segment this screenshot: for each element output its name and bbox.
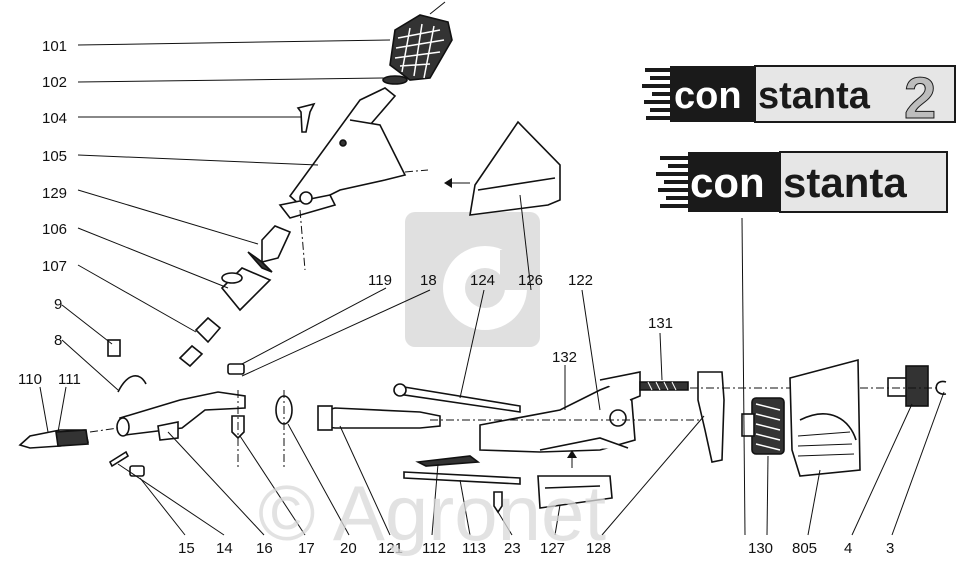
- label-102: 102: [42, 74, 67, 91]
- label-15: 15: [178, 540, 195, 557]
- part-105-handle-arm: [278, 87, 429, 271]
- part-126-cover: [444, 120, 561, 216]
- part-129-sleeve: [247, 225, 292, 273]
- label-17: 17: [298, 540, 315, 557]
- logo-bottom-part-a: con: [690, 159, 765, 206]
- label-3: 3: [886, 540, 894, 557]
- part-16-main-tube: [89, 391, 246, 441]
- label-106: 106: [42, 221, 67, 238]
- label-14: 14: [216, 540, 233, 557]
- label-107: 107: [42, 258, 67, 275]
- label-128: 128: [586, 540, 611, 557]
- part-110-111-nozzle: [18, 429, 89, 449]
- part-4-bushing: [887, 365, 929, 407]
- label-130: 130: [748, 540, 773, 557]
- part-104-screw: [296, 102, 316, 133]
- part-122-housing: [430, 371, 700, 453]
- part-127-plate: [537, 450, 613, 509]
- logo-top-suffix: 2: [904, 66, 936, 131]
- part-124-rod: [393, 383, 521, 413]
- label-104: 104: [42, 110, 67, 127]
- part-101-knob: [389, 1, 453, 81]
- label-101: 101: [42, 38, 67, 55]
- label-18: 18: [420, 272, 437, 289]
- part-805-drum: [789, 358, 861, 477]
- label-110: 110: [18, 371, 42, 388]
- label-16: 16: [256, 540, 273, 557]
- brand-logo-constanta-2: con stanta 2: [642, 65, 956, 132]
- part-106-tube: [220, 267, 272, 312]
- part-128-bracket: [690, 371, 790, 463]
- label-105: 105: [42, 148, 67, 165]
- brand-logo-constanta: con stanta: [656, 151, 948, 213]
- part-8-spring-clip: [117, 375, 147, 393]
- part-107-spring: [178, 316, 222, 368]
- label-131: 131: [648, 315, 673, 332]
- watermark-logo: [405, 212, 540, 347]
- label-132: 132: [552, 349, 577, 366]
- label-9: 9: [54, 296, 62, 313]
- label-112: 112: [422, 540, 446, 557]
- part-121-shaft: [317, 405, 441, 431]
- part-112-113-blades: [403, 455, 521, 485]
- logo-top-part-a: con: [674, 75, 742, 117]
- watermark-text: © Agronet: [258, 469, 606, 557]
- label-122: 122: [568, 272, 593, 289]
- part-labels: 101 102 104 105 129 106 107 9 8 110 111 …: [18, 38, 894, 557]
- label-124: 124: [470, 272, 495, 289]
- part-14-pin: [108, 450, 130, 468]
- label-127: 127: [540, 540, 565, 557]
- part-9-pin: [107, 339, 121, 357]
- logo-bottom-part-b: stanta: [783, 159, 907, 206]
- label-111: 111: [58, 371, 81, 388]
- label-4: 4: [844, 540, 852, 557]
- part-131-bolt: [639, 381, 689, 391]
- part-15-nut: [129, 465, 145, 477]
- part-3-clip: [935, 380, 947, 395]
- label-20: 20: [340, 540, 357, 557]
- label-121: 121: [378, 540, 403, 557]
- label-805: 805: [792, 540, 817, 557]
- label-126: 126: [518, 272, 543, 289]
- part-119-nut: [227, 363, 245, 375]
- label-23: 23: [504, 540, 521, 557]
- logo-speed-lines: [656, 156, 690, 208]
- label-113: 113: [462, 540, 486, 557]
- logo-top-part-b: stanta: [758, 75, 871, 117]
- label-8: 8: [54, 332, 62, 349]
- part-130-gear: [741, 397, 785, 455]
- part-23-bolt: [493, 491, 503, 514]
- label-129: 129: [42, 185, 67, 202]
- logo-speed-lines: [642, 68, 672, 120]
- label-119: 119: [368, 272, 392, 289]
- part-102-ring: [382, 75, 408, 85]
- leader-lines: [39, 39, 945, 536]
